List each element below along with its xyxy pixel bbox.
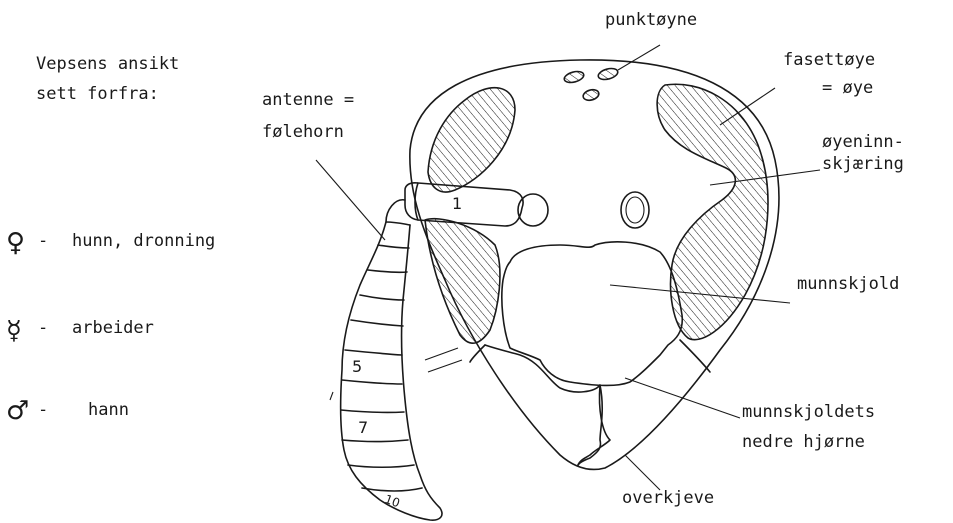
segment-number-5: 5 (352, 357, 362, 376)
left-lower-eye (425, 219, 500, 343)
left-compound-eye (428, 88, 515, 192)
mandible-tooth (578, 385, 610, 465)
mandible-area (485, 345, 602, 465)
ocellus-middle (582, 88, 600, 102)
legend-dash-male: - (38, 398, 48, 422)
mark-tick (330, 392, 333, 400)
legend-text-male: hann (88, 398, 129, 422)
worker-symbol-icon: ☿ (6, 318, 22, 344)
label-antenne-line-1: antenne = (262, 88, 354, 112)
segment-number-1: 1 (452, 194, 462, 213)
label-munnskjoldets-line-2: nedre hjørne (742, 430, 865, 454)
antenna-socket-right-inner (626, 197, 644, 223)
label-munnskjold: munnskjold (797, 272, 899, 296)
segment-number-10: 10 (383, 492, 402, 510)
leader-overkjeve (625, 455, 660, 490)
legend-dash-female: - (38, 229, 48, 253)
segment-number-7: 7 (358, 418, 368, 437)
clypeus (502, 242, 682, 386)
antenna-scape (405, 183, 523, 226)
male-symbol-icon: ♂ (6, 398, 29, 424)
label-antenne-line-2: følehorn (262, 120, 344, 144)
label-fasettoye-line-1: fasettøye (783, 48, 875, 72)
female-symbol-icon: ♀ (6, 230, 25, 256)
label-oyeninn-line-1: øyeninn- (822, 130, 904, 154)
title-line-1: Vepsens ansikt (36, 52, 179, 76)
label-oyeninn-line-2: skjæring (822, 152, 904, 176)
label-fasettoye-line-2: = øye (822, 76, 873, 100)
legend-dash-worker: - (38, 316, 48, 340)
legend-text-female: hunn, dronning (72, 229, 215, 253)
ocellus-left (563, 70, 585, 85)
leader-antenne (316, 160, 385, 240)
cheek-right-line (680, 340, 710, 372)
legend-text-worker: arbeider (72, 316, 154, 340)
title-line-2: sett forfra: (36, 82, 159, 106)
leader-punktoyne (618, 45, 660, 70)
leader-munnskjoldets (625, 378, 740, 418)
label-munnskjoldets-line-1: munnskjoldets (742, 400, 875, 424)
ocellus-right (597, 67, 619, 82)
label-overkjeve: overkjeve (622, 486, 714, 510)
mark-lines (425, 348, 462, 372)
label-punktoyne: punktøyne (605, 8, 697, 32)
antenna-scape-joint (415, 183, 418, 220)
